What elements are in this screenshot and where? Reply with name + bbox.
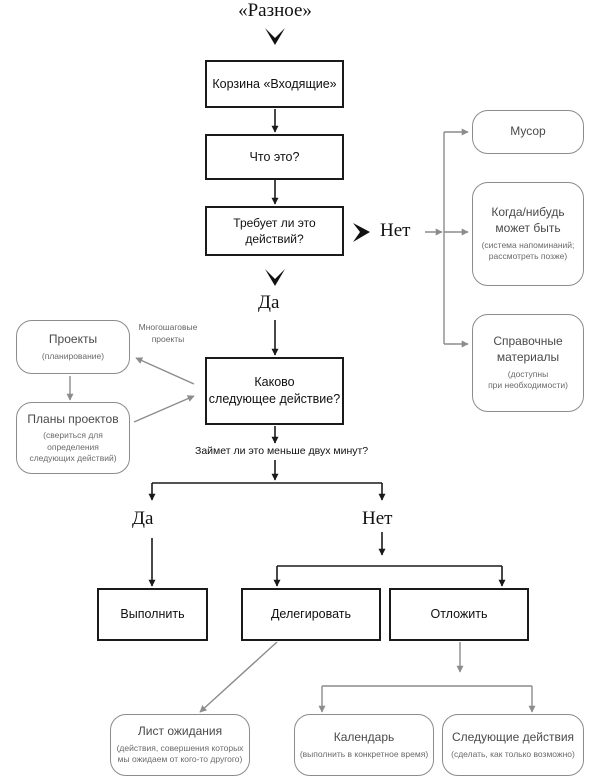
arrow-plans-to-next [133,395,195,423]
someday-sub-line-1: (система напоминаний; [481,239,575,250]
waiting-list-title: Лист ожидания [137,724,223,739]
inbox-box: Корзина «Входящие» [205,60,344,108]
two-minutes-question: Займет ли это меньше двух минут? [195,445,369,457]
calendar-box: Календарь (выполнить в конкретное время) [294,714,434,776]
yes-label-top: Да [258,292,280,313]
calendar-sub: (выполнить в конкретное время) [299,748,429,759]
no-label-top: Нет [380,220,411,241]
arrow-delegate-to-waiting [199,641,278,713]
someday-maybe-box: Когда/нибудь может быть (система напомин… [472,182,584,286]
chevron-down-icon [265,28,285,45]
next-action-line-2: следующее действие? [208,392,341,406]
diagram-title: «Разное» [238,0,312,21]
delegate-box: Делегировать [241,588,381,641]
calendar-title: Календарь [333,729,395,744]
multistep-line-2: проекты [151,333,185,344]
next-action-box: Каково следующее действие? [205,357,344,425]
defer-label: Отложить [430,607,488,622]
reference-sub-line-1: (доступны [507,368,549,379]
multistep-line-1: Многошаговые [138,322,198,332]
projects-box: Проекты (планирование) [16,320,130,374]
projects-sub: (планирование) [41,350,105,361]
multistep-projects-label: Многошаговые проекты [136,322,200,346]
project-plans-sub-line-2: следующих действий) [29,453,117,464]
reference-title-line-2: материалы [496,350,560,365]
yes-label-bottom: Да [132,508,154,529]
reference-sub-line-2: при необходимости) [488,380,568,391]
next-actions-sub: (сделать, как только возможно) [451,748,575,759]
next-action-line-1: Каково [254,375,295,390]
next-actions-title: Следующие действия [451,729,575,744]
trash-title: Мусор [510,124,546,139]
waiting-list-sub-line-1: (действия, совершения которых [116,742,244,753]
project-plans-box: Планы проектов (свериться для определени… [16,402,130,474]
chevron-right-icon [353,223,370,242]
defer-box: Отложить [389,588,529,641]
action-required-label: Требует ли это действий? [233,215,316,246]
reference-box: Справочные материалы (доступны при необх… [472,314,584,412]
arrow-next-to-projects [135,357,195,385]
inbox-label: Корзина «Входящие» [212,76,337,91]
action-required-box: Требует ли это действий? [205,206,344,256]
what-is-it-label: Что это? [249,149,300,164]
someday-title-line-2: может быть [495,221,561,236]
what-is-it-box: Что это? [205,134,344,180]
no-label-bottom: Нет [362,508,393,529]
waiting-list-sub-line-2: мы ожидаем от кого-то другого) [117,754,243,765]
reference-title-line-1: Справочные [493,334,563,349]
trash-box: Мусор [472,110,584,154]
someday-title-line-1: Когда/нибудь [491,205,565,220]
projects-title: Проекты [48,331,98,346]
project-plans-title: Планы проектов [27,411,119,426]
next-actions-box: Следующие действия (сделать, как только … [442,714,584,776]
do-it-label: Выполнить [120,607,185,622]
waiting-list-box: Лист ожидания (действия, совершения кото… [110,714,250,776]
do-it-box: Выполнить [97,588,208,641]
delegate-label: Делегировать [270,607,352,622]
project-plans-sub-line-1: (свериться для определения [43,430,103,452]
chevron-down-icon [265,269,285,286]
someday-sub-line-2: рассмотреть позже) [488,251,568,262]
